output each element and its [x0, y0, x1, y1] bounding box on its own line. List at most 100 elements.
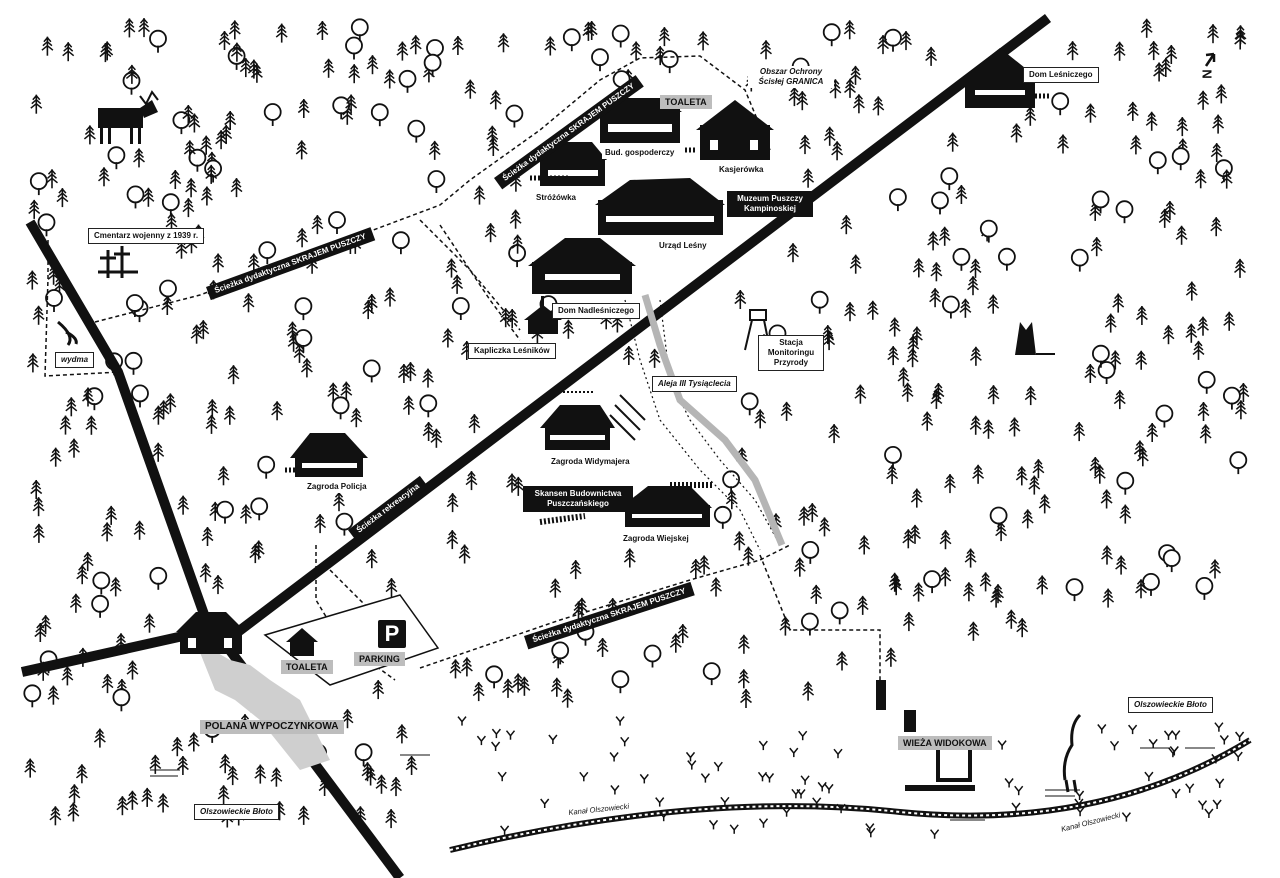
tree-symbol — [143, 612, 156, 634]
reed-symbol — [619, 736, 630, 748]
tree-symbol — [969, 345, 983, 367]
tree-symbol — [85, 414, 98, 436]
tree-symbol — [591, 48, 609, 73]
reed-symbol — [654, 796, 665, 808]
tree-symbol — [1104, 312, 1117, 334]
tree-symbol — [402, 394, 416, 416]
tree-symbol — [910, 487, 924, 509]
tree-symbol — [505, 104, 524, 129]
tree-symbol — [176, 494, 190, 516]
tree-symbol — [801, 541, 820, 565]
tree-symbol — [451, 35, 465, 56]
tree-symbol — [347, 63, 361, 84]
tree-symbol — [49, 446, 63, 468]
tree-symbol — [509, 208, 522, 230]
tree-symbol — [385, 577, 398, 598]
tree-symbol — [979, 571, 992, 593]
tree-symbol — [441, 327, 455, 349]
toaleta-top-label: TOALETA — [660, 95, 712, 109]
tree-symbol — [91, 594, 109, 619]
tree-symbol — [137, 17, 151, 38]
tree-symbol — [518, 675, 531, 697]
tree-symbol — [1194, 168, 1207, 190]
tree-symbol — [943, 473, 957, 494]
tree-symbol — [449, 658, 462, 680]
tree-symbol — [161, 295, 174, 316]
tree-symbol — [187, 731, 201, 753]
reed-symbol — [1075, 806, 1085, 817]
tree-symbol — [964, 547, 977, 569]
tree-symbol — [906, 347, 919, 369]
tree-symbol — [912, 257, 926, 279]
tree-symbol — [1208, 558, 1222, 580]
tree-symbol — [1010, 122, 1023, 144]
tree-symbol — [311, 214, 324, 235]
stacja-label: Stacja Monitoringu Przyrody — [758, 335, 824, 371]
reed-symbol — [1214, 721, 1224, 733]
tree-symbol — [1024, 385, 1037, 406]
tree-symbol — [427, 170, 446, 194]
reed-symbol — [708, 819, 719, 831]
tree-symbol — [67, 801, 80, 823]
tree-symbol — [1038, 493, 1051, 515]
tree-symbol — [297, 98, 311, 119]
reed-symbol — [1013, 785, 1024, 796]
tree-symbol — [182, 197, 195, 218]
tree-symbol — [1084, 363, 1097, 384]
tree-symbol — [1171, 147, 1190, 172]
tree-symbol — [955, 184, 968, 205]
tree-symbol — [497, 32, 510, 54]
tree-symbol — [1192, 340, 1205, 361]
tree-symbol — [643, 644, 662, 669]
zagroda-widymajera-label: Zagroda Widymajera — [548, 456, 633, 468]
tree-symbol — [1004, 608, 1018, 630]
tree-symbol — [398, 69, 417, 94]
tree-symbol — [101, 673, 114, 694]
tree-symbol — [56, 187, 69, 208]
tree-symbol — [856, 595, 870, 616]
tree-symbol — [501, 678, 515, 699]
tree-symbol — [295, 227, 309, 249]
tree-symbol — [986, 293, 1000, 315]
tree-symbol — [979, 219, 998, 244]
dom-lesniczego-label: Dom Leśniczego — [1023, 67, 1099, 83]
obszar-label: Obszar Ochrony Ścisłej GRANICA — [748, 66, 834, 88]
reed-symbol — [1097, 723, 1107, 735]
tree-symbol — [648, 348, 661, 369]
toaleta-bottom-label: TOALETA — [281, 660, 333, 674]
reed-symbol — [1004, 777, 1014, 789]
tree-symbol — [1028, 474, 1041, 496]
tree-symbol — [1145, 422, 1159, 443]
tree-symbol — [1066, 40, 1079, 62]
tree-symbol — [622, 345, 636, 366]
tree-symbol — [739, 688, 753, 709]
marsh-reeds — [457, 715, 1245, 840]
tree-symbol — [1100, 488, 1113, 510]
tree-symbol — [223, 404, 237, 426]
tree-symbol — [391, 231, 410, 256]
reed-symbol — [685, 751, 696, 763]
tree-symbol — [884, 445, 902, 470]
tree-symbol — [971, 463, 985, 485]
tree-symbol — [713, 505, 732, 530]
tree-symbol — [1210, 142, 1223, 163]
tree-symbol — [151, 441, 165, 463]
reed-symbol — [713, 761, 724, 772]
tree-symbol — [116, 795, 129, 817]
tree-symbol — [888, 316, 902, 338]
reed-symbol — [800, 775, 810, 786]
tree-symbol — [161, 193, 180, 218]
buildings — [176, 48, 1040, 791]
reed-symbol — [764, 772, 775, 784]
olszowieckie-left-label: Olszowieckie Błoto — [194, 804, 279, 820]
tree-symbol — [1145, 111, 1158, 132]
tree-symbol — [133, 519, 146, 541]
tree-symbol — [1114, 554, 1128, 576]
tree-symbol — [1115, 200, 1134, 225]
reed-symbol — [457, 715, 467, 727]
tree-symbol — [354, 743, 373, 768]
tree-symbol — [445, 529, 459, 550]
tree-symbol — [149, 754, 162, 775]
tree-symbol — [97, 166, 111, 188]
tree-symbol — [884, 646, 898, 668]
